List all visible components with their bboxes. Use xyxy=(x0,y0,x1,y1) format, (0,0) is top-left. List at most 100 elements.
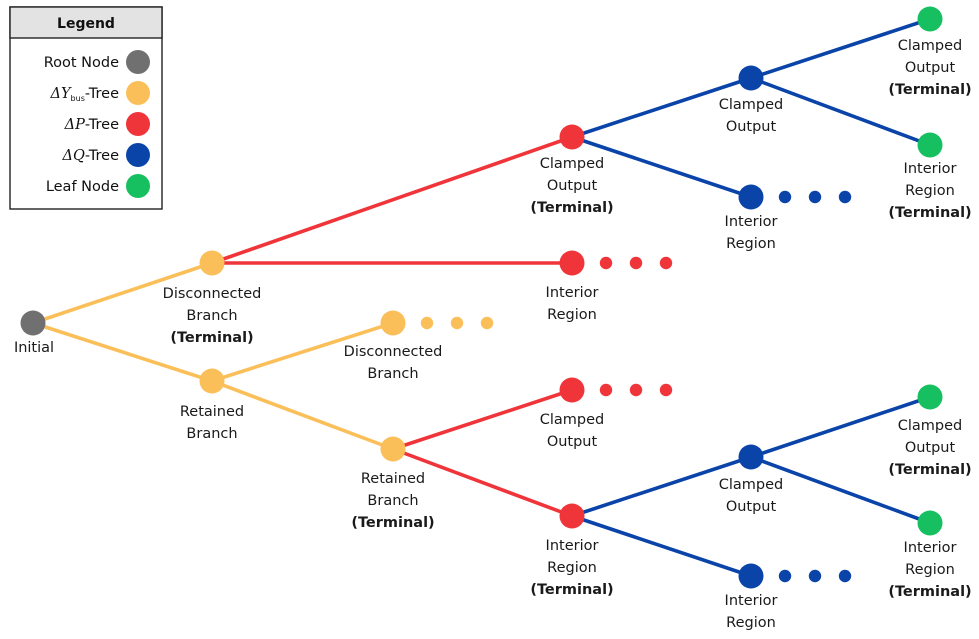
node-p-top-int xyxy=(559,250,585,276)
continuation-dot xyxy=(629,256,643,270)
continuation-dot xyxy=(838,190,852,204)
legend-item: ΔP-Tree xyxy=(64,112,150,136)
node-label-line: Interior xyxy=(904,540,957,556)
edge-root-to-y_disc xyxy=(31,261,214,325)
node-label-line: Retained xyxy=(361,471,425,487)
node-label-line: Branch xyxy=(367,366,418,382)
legend-item: ΔYbus-Tree xyxy=(50,81,150,105)
node-label-line: Retained xyxy=(180,404,244,420)
node-q-bot-int xyxy=(738,563,764,589)
node-q-top-int xyxy=(738,184,764,210)
node-p-bot-clamp xyxy=(559,377,585,403)
node-leaf-4 xyxy=(917,510,943,536)
continuation-dot xyxy=(808,569,822,583)
node-p-top-clamp xyxy=(559,124,585,150)
node-label-line: Region xyxy=(905,562,955,578)
continuation-dot xyxy=(778,190,792,204)
legend-swatch-p xyxy=(126,112,150,136)
continuation-dot xyxy=(450,316,464,330)
node-label-line: Initial xyxy=(14,340,54,356)
node-leaf-1 xyxy=(917,6,943,32)
node-label-line: Clamped xyxy=(540,412,605,428)
terminal-label: (Terminal) xyxy=(530,200,613,216)
node-y-ret-ret xyxy=(380,436,406,462)
legend-item-label: ΔP-Tree xyxy=(64,117,119,133)
node-label-line: Output xyxy=(905,440,956,456)
continuation-dots xyxy=(420,190,852,583)
edge-y_ret_ret-to-p_bot_int xyxy=(391,447,574,518)
terminal-label: (Terminal) xyxy=(888,584,971,600)
legend-swatch-root xyxy=(126,50,150,74)
edge-y_ret-to-y_ret_ret xyxy=(210,379,395,451)
node-label-line: Clamped xyxy=(898,418,963,434)
node-y-ret xyxy=(199,368,225,394)
edge-y_ret-to-y_ret_disc xyxy=(210,321,395,383)
node-label-line: Clamped xyxy=(719,477,784,493)
node-label-line: Disconnected xyxy=(344,344,443,360)
legend-swatch-ybus xyxy=(126,81,150,105)
edge-q_bot_clamp-to-leaf_3 xyxy=(749,395,932,459)
node-label-line: Region xyxy=(547,307,597,323)
legend-item: Root Node xyxy=(44,50,150,74)
node-label-line: Region xyxy=(905,183,955,199)
node-label-line: Output xyxy=(547,434,598,450)
node-y-disc xyxy=(199,250,225,276)
edge-y_disc-to-p_top_clamp xyxy=(210,135,574,265)
edge-p_top_clamp-to-q_top_int xyxy=(570,135,753,199)
continuation-dot xyxy=(629,383,643,397)
legend-item: ΔQ-Tree xyxy=(62,143,150,167)
node-root xyxy=(20,310,46,336)
continuation-dot xyxy=(480,316,494,330)
node-label-line: Output xyxy=(726,119,777,135)
node-leaf-2 xyxy=(917,132,943,158)
node-label-line: Region xyxy=(547,560,597,576)
terminal-label: (Terminal) xyxy=(351,515,434,531)
legend-item-label: ΔQ-Tree xyxy=(62,148,120,164)
continuation-dot xyxy=(838,569,852,583)
node-y-ret-disc xyxy=(380,310,406,336)
node-q-bot-clamp xyxy=(738,444,764,470)
continuation-dot xyxy=(778,569,792,583)
node-label-line: Clamped xyxy=(719,97,784,113)
terminal-label: (Terminal) xyxy=(888,462,971,478)
legend-swatch-leaf xyxy=(126,174,150,198)
node-label-line: Branch xyxy=(367,493,418,509)
legend-item-label: Root Node xyxy=(44,55,119,71)
node-label-line: Interior xyxy=(904,161,957,177)
node-label-line: Region xyxy=(726,236,776,252)
terminal-label: (Terminal) xyxy=(170,330,253,346)
tree-edges xyxy=(31,17,932,578)
legend-item-label: ΔYbus-Tree xyxy=(50,86,120,103)
node-label-line: Region xyxy=(726,615,776,631)
node-label-line: Clamped xyxy=(898,38,963,54)
node-label-line: Branch xyxy=(186,308,237,324)
node-label-line: Interior xyxy=(725,593,778,609)
legend-title: Legend xyxy=(57,16,115,32)
node-label-line: Interior xyxy=(725,214,778,230)
node-label-line: Output xyxy=(547,178,598,194)
edge-root-to-y_ret xyxy=(31,321,214,383)
node-label-line: Clamped xyxy=(540,156,605,172)
edge-q_bot_clamp-to-leaf_4 xyxy=(749,455,932,525)
node-q-top-clamp xyxy=(738,65,764,91)
legend-item: Leaf Node xyxy=(46,174,150,198)
continuation-dot xyxy=(599,256,613,270)
terminal-label: (Terminal) xyxy=(530,582,613,598)
continuation-dot xyxy=(599,383,613,397)
continuation-dot xyxy=(420,316,434,330)
node-leaf-3 xyxy=(917,384,943,410)
edge-p_bot_int-to-q_bot_int xyxy=(570,514,753,578)
terminal-label: (Terminal) xyxy=(888,205,971,221)
node-p-bot-int xyxy=(559,503,585,529)
node-label-line: Branch xyxy=(186,426,237,442)
node-label-line: Interior xyxy=(546,285,599,301)
edge-q_top_clamp-to-leaf_2 xyxy=(749,76,932,147)
legend-header xyxy=(9,6,163,39)
node-labels: InitialDisconnectedBranch(Terminal)Retai… xyxy=(14,38,972,631)
continuation-dot xyxy=(659,256,673,270)
legend: Legend Root NodeΔYbus-TreeΔP-TreeΔQ-Tree… xyxy=(9,6,163,210)
edge-y_ret_ret-to-p_bot_clamp xyxy=(391,388,574,451)
edge-p_bot_int-to-q_bot_clamp xyxy=(570,455,753,518)
